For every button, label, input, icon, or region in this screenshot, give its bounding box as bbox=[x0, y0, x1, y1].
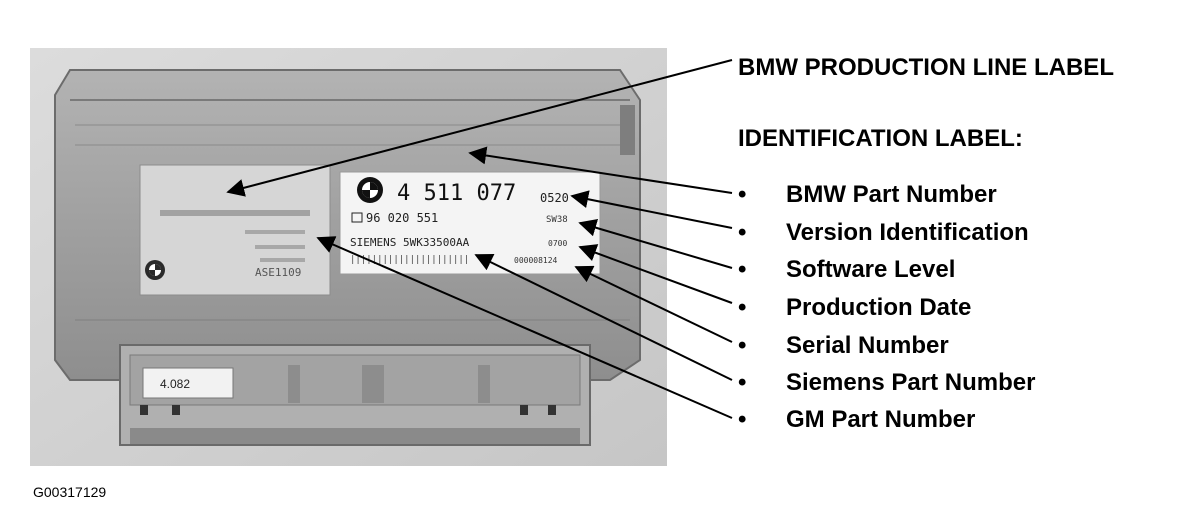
leader-serial-number bbox=[574, 265, 733, 343]
callout-serial-number: • Serial Number bbox=[738, 332, 949, 360]
bullet: • bbox=[738, 369, 747, 396]
production-line-label-title: BMW PRODUCTION LINE LABEL bbox=[738, 54, 1114, 81]
bullet: • bbox=[738, 256, 747, 283]
connector-tag bbox=[142, 367, 234, 399]
leader-siemens-number bbox=[474, 254, 733, 381]
callout-siemens-part-number: • Siemens Part Number bbox=[738, 369, 1035, 397]
callout-text: Software Level bbox=[786, 256, 956, 283]
leader-bmw-part-number bbox=[468, 146, 733, 194]
connector-tag-text: 4.082 bbox=[160, 377, 190, 391]
callout-text: Serial Number bbox=[786, 332, 949, 359]
production-line-label: ASE1109 bbox=[139, 164, 331, 296]
label-software-level: SW38 bbox=[546, 215, 568, 225]
identification-label: 4 511 077 0520 96 020 551 SW38 SIEMENS 5… bbox=[339, 171, 601, 275]
leader-software-level bbox=[578, 218, 733, 269]
label-production-date: 0700 bbox=[548, 239, 567, 248]
callout-production-date: • Production Date bbox=[738, 294, 971, 322]
callout-text: BMW Part Number bbox=[786, 181, 997, 208]
connector: 4.082 bbox=[119, 344, 591, 446]
bullet: • bbox=[738, 294, 747, 321]
label-bmw-part-number: 4 511 077 bbox=[397, 181, 516, 206]
callout-text: Siemens Part Number bbox=[786, 369, 1036, 396]
callout-software-level: • Software Level bbox=[738, 256, 955, 284]
label-barcode: |||||||||||||||||||||| bbox=[350, 255, 469, 265]
bullet: • bbox=[738, 219, 747, 246]
callout-text: Production Date bbox=[786, 294, 972, 321]
figure-id: G00317129 bbox=[33, 484, 107, 500]
callout-text: GM Part Number bbox=[786, 406, 976, 433]
label-gm-part-number: 96 020 551 bbox=[366, 211, 438, 225]
leader-production-date bbox=[578, 244, 733, 304]
callout-bmw-part-number: • BMW Part Number bbox=[738, 181, 997, 209]
callout-version-identification: • Version Identification bbox=[738, 219, 1029, 247]
bullet: • bbox=[738, 332, 747, 359]
leader-version bbox=[570, 190, 733, 229]
label-version: 0520 bbox=[540, 191, 569, 205]
leader-lines bbox=[226, 59, 733, 419]
production-label-code: ASE1109 bbox=[255, 266, 301, 279]
bullet: • bbox=[738, 406, 747, 433]
label-siemens-number: SIEMENS 5WK33500AA bbox=[350, 236, 470, 249]
bmw-logo-small bbox=[145, 260, 165, 280]
bmw-logo bbox=[357, 177, 383, 203]
identification-label-title: IDENTIFICATION LABEL: bbox=[738, 125, 1023, 152]
leader-production-label bbox=[226, 59, 733, 197]
callout-text: Version Identification bbox=[786, 219, 1029, 246]
bullet: • bbox=[738, 181, 747, 208]
leader-gm-part-number bbox=[316, 236, 733, 419]
callout-gm-part-number: • GM Part Number bbox=[738, 406, 975, 434]
label-serial-number: 000008124 bbox=[514, 256, 558, 265]
